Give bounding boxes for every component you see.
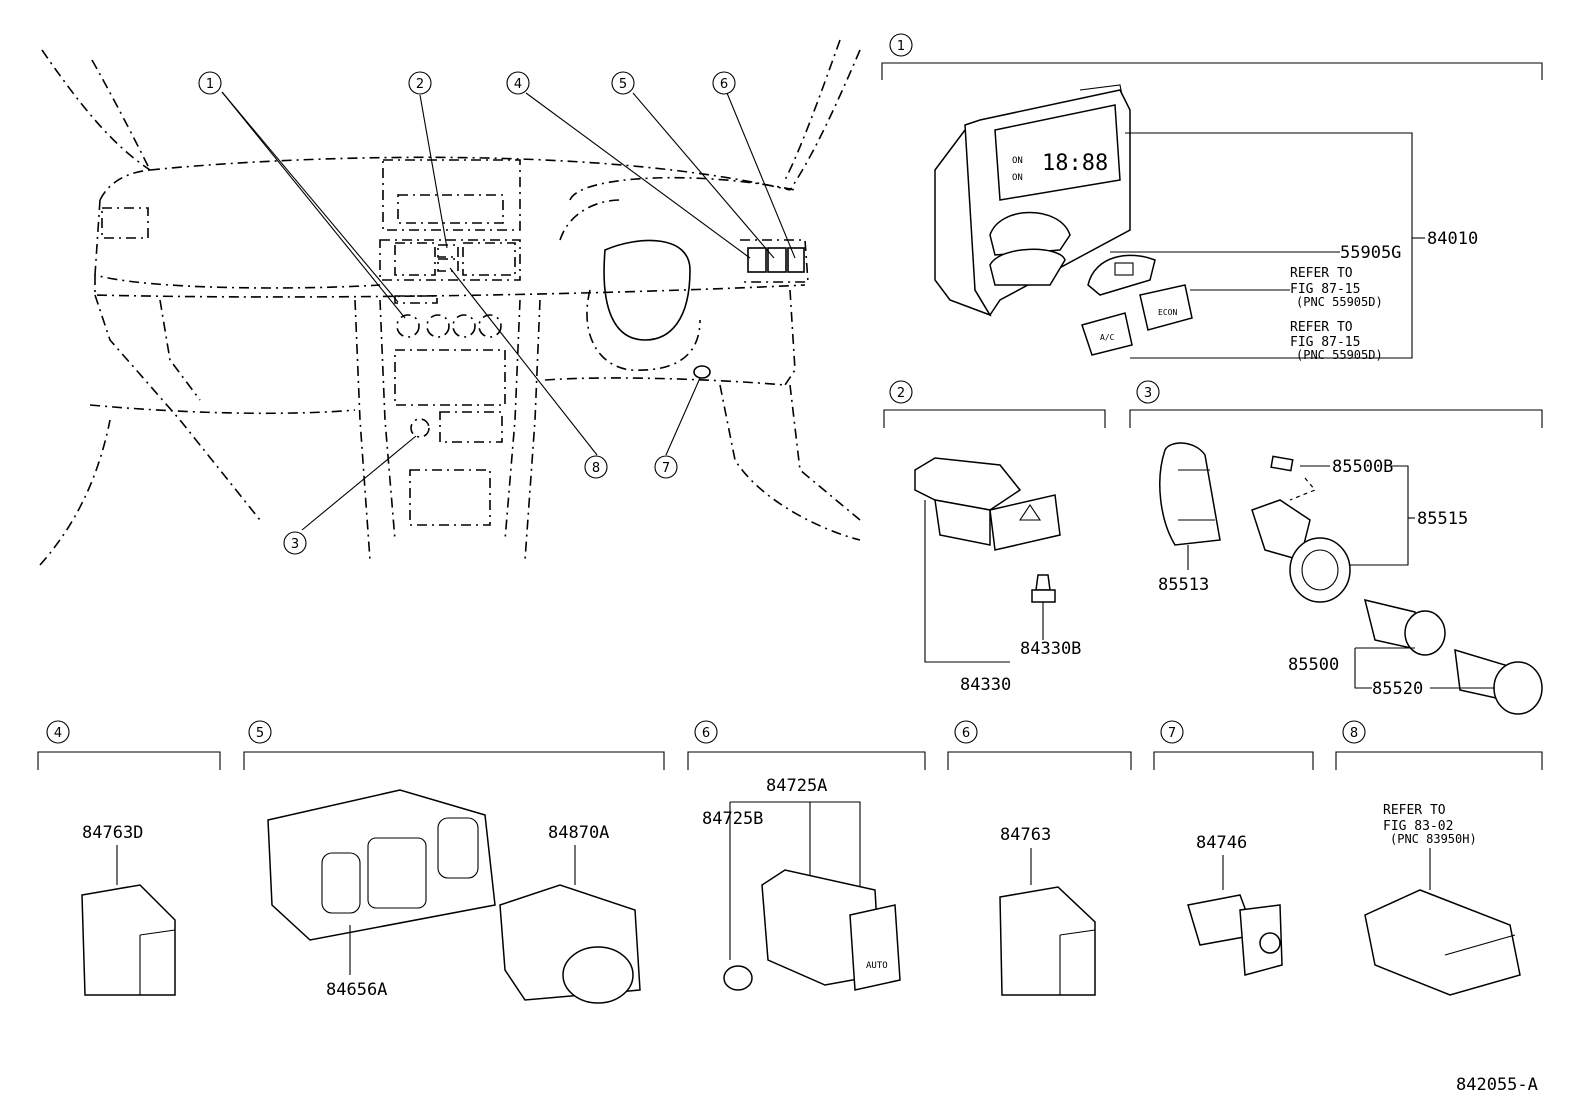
- label: (PNC 55905D): [1296, 348, 1383, 362]
- label: 6: [962, 726, 970, 741]
- label: FIG 87-15: [1290, 282, 1360, 297]
- label: 8: [1350, 726, 1358, 741]
- section-7: 7 84746: [1153, 720, 1314, 976]
- label: REFER TO: [1290, 266, 1353, 281]
- part-85520: 85520: [1372, 679, 1423, 699]
- label: (PNC 55905D): [1296, 295, 1383, 309]
- label: AUTO: [866, 961, 888, 971]
- clock-display: 18:88: [1042, 151, 1108, 176]
- label: 4: [54, 726, 62, 741]
- callout-8: 8: [592, 461, 600, 476]
- label: FIG 87-15: [1290, 335, 1360, 350]
- part-85515: 85515: [1417, 509, 1468, 529]
- part-84870A: 84870A: [548, 823, 609, 843]
- section-8: 8 REFER TO FIG 83-02 (PNC 83950H): [1335, 720, 1543, 996]
- part-84010: 84010: [1427, 229, 1478, 249]
- label: 3: [1144, 386, 1152, 401]
- part-84725B: 84725B: [702, 809, 763, 829]
- callout-2: 2: [416, 77, 424, 92]
- part-55905G: 55905G: [1340, 243, 1401, 263]
- section-3: 3 85513 85500B 85515 85500 85520: [1129, 380, 1543, 715]
- label: A/C: [1100, 333, 1115, 342]
- section-4: 4 84763D: [37, 720, 221, 996]
- label: 1: [897, 39, 905, 54]
- section-1: 1 18:88 ON ON ECON A/C 55905G 84010 REFE…: [881, 33, 1543, 362]
- part-84725A: 84725A: [766, 776, 827, 796]
- section-5: 5 84656A 84870A: [243, 720, 665, 1004]
- label: 7: [1168, 726, 1176, 741]
- callout-7: 7: [662, 461, 670, 476]
- label: 2: [897, 386, 905, 401]
- dashboard-overview: [39, 39, 861, 566]
- part-85500B: 85500B: [1332, 457, 1393, 477]
- part-85513: 85513: [1158, 575, 1209, 595]
- callout-3: 3: [291, 537, 299, 552]
- label: 5: [256, 726, 264, 741]
- overview-callouts: 1 2 4 5 6 3 8 7: [198, 71, 736, 555]
- part-85500: 85500: [1288, 655, 1339, 675]
- section-6a: 6 84725A 84725B AUTO: [687, 720, 926, 991]
- part-84763: 84763: [1000, 825, 1051, 845]
- part-84330: 84330: [960, 675, 1011, 695]
- label: REFER TO: [1383, 803, 1446, 818]
- label: (PNC 83950H): [1390, 832, 1477, 846]
- part-84746: 84746: [1196, 833, 1247, 853]
- label: REFER TO: [1290, 320, 1353, 335]
- callout-1: 1: [206, 77, 214, 92]
- part-84656A: 84656A: [326, 980, 387, 1000]
- callout-6: 6: [720, 77, 728, 92]
- callout-5: 5: [619, 77, 627, 92]
- label: ECON: [1158, 308, 1177, 317]
- label: ON: [1012, 173, 1023, 183]
- callout-4: 4: [514, 77, 522, 92]
- label: 6: [702, 726, 710, 741]
- section-6b: 6 84763: [947, 720, 1132, 996]
- section-2: 2 84330B 84330: [883, 380, 1106, 695]
- diagram-id: 842055-A: [1456, 1075, 1538, 1095]
- overview-leaders: [221, 91, 796, 531]
- label: ON: [1012, 156, 1023, 166]
- part-84330B: 84330B: [1020, 639, 1081, 659]
- label: FIG 83-02: [1383, 819, 1453, 834]
- part-84763D: 84763D: [82, 823, 143, 843]
